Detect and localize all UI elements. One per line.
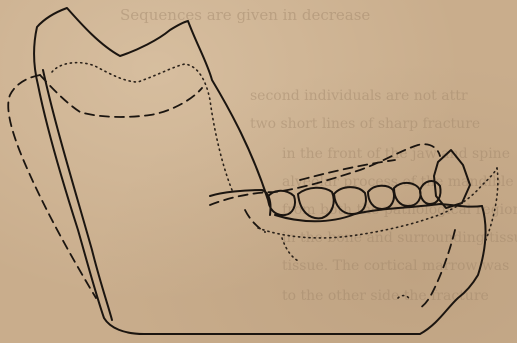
bleed-line: in the front of the jaw and spine [282,146,510,162]
solid-outline [34,8,485,334]
bleed-line: in the bone and surrounding tissue [282,230,517,246]
dashed-inner [245,210,265,232]
bleed-line: to the other side the fracture [282,288,489,304]
bleed-line: from both the pathological regions [282,202,517,218]
bleed-line: Sequences are given in decrease [120,6,370,24]
bleed-line: tissue. The cortical marrow was [282,258,509,274]
solid-notch [210,190,271,215]
dotted-ramus [52,63,232,190]
dashed-coronoid [40,75,202,117]
bleed-line: two short lines of sharp fracture [250,116,480,132]
solid-inner-ramus [43,70,112,320]
bleed-line: second individuals are not attr [250,88,468,104]
bleed-through-layer: Sequences are given in decrease second i… [120,6,517,304]
